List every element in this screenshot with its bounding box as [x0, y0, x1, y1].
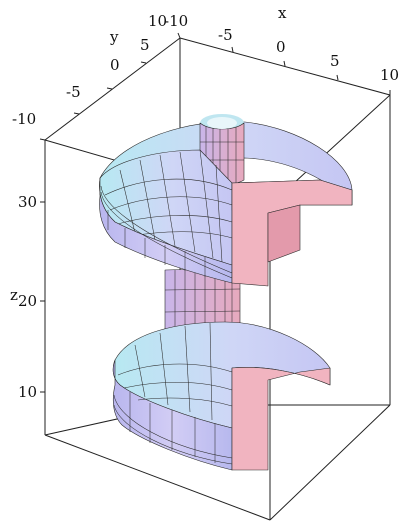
top-cut-face	[231, 179, 353, 287]
bottom-flange	[112, 321, 331, 471]
y-tick-minus5: -5	[66, 83, 81, 101]
x-tick-10: 10	[380, 66, 399, 84]
y-tick-minus10: -10	[12, 110, 36, 128]
y-tick-5: 5	[140, 36, 150, 54]
x-tick-5: 5	[330, 52, 340, 70]
y-tick-0: 0	[110, 56, 120, 74]
x-tick-0: 0	[276, 38, 286, 56]
y-axis-label: y	[109, 28, 119, 46]
top-flange-side-grid	[100, 185, 233, 279]
x-tick-minus5: -5	[218, 26, 233, 44]
x-tick-minus10: -10	[164, 12, 188, 30]
z-tick-10: 10	[18, 383, 37, 401]
z-tick-20: 20	[18, 292, 37, 310]
axis-ticks	[39, 32, 391, 393]
x-axis-label: x	[278, 4, 287, 22]
z-tick-30: 30	[18, 193, 37, 211]
y-tick-10: 10	[148, 12, 167, 30]
z-axis-label: z	[10, 286, 18, 304]
